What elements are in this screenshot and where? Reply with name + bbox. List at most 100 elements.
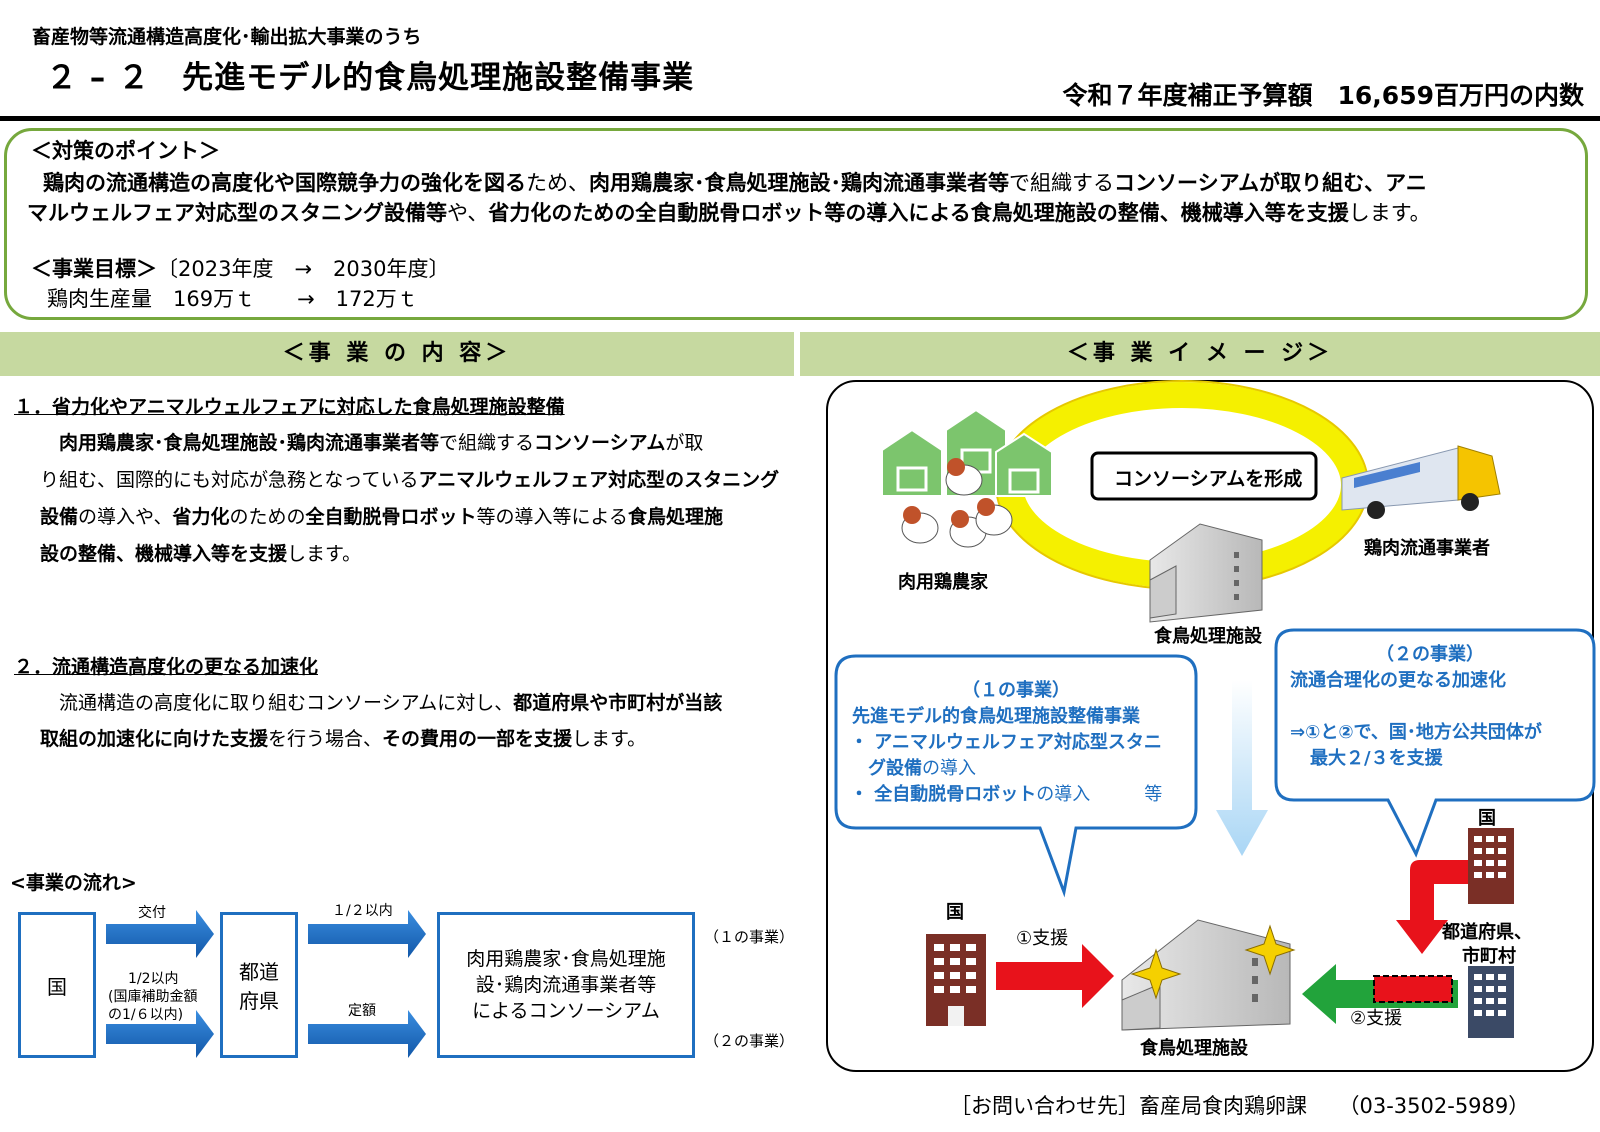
flow-upper-right-note: １/２以内: [332, 903, 393, 919]
section-2-title: ２．流通構造高度化の更なる加速化: [14, 656, 319, 678]
bubble-1: [834, 654, 1198, 898]
emphasis-text: 肉用鶏農家･食鳥処理施設･鶏肉流通事業者等: [40, 432, 440, 454]
body-text: を行う場合、: [268, 728, 383, 750]
sparkle-icon-left: [1130, 948, 1182, 1000]
emphasis-text: 食鳥処理施: [627, 506, 723, 528]
kuni-label-left: 国: [946, 902, 964, 923]
section-1-line-1: 肉用鶏農家･食鳥処理施設･鶏肉流通事業者等で組織するコンソーシアムが取: [40, 428, 703, 455]
body-text: で組織する: [439, 432, 535, 454]
emphasis-text: 省力化: [172, 506, 230, 528]
flow-target-line-2: 設･鶏肉流通事業者等: [475, 974, 657, 996]
bubble-1-line-5-normal: の導入 等: [1036, 784, 1163, 805]
points-line-1: 鶏肉の流通構造の高度化や国際競争力の強化を図るため、肉用鶏農家･食鳥処理施設･鶏…: [43, 167, 1427, 197]
section-1-line-4: 設の整備、機械導入等を支援します。: [40, 539, 361, 566]
bubble-1-line-4: グ設備の導入: [868, 754, 976, 780]
emphasis-text: 設の整備、機械導入等を支援: [40, 543, 288, 565]
flow-kuni-label: 国: [47, 974, 67, 999]
header-divider: [0, 116, 1600, 121]
flow-arrows: [106, 910, 426, 1058]
body-text: り組む、国際的にも対応が急務となっている: [40, 469, 419, 491]
section-2-line-2: 取組の加速化に向けた支援を行う場合、その費用の一部を支援します。: [40, 724, 646, 751]
body-text: が取: [665, 432, 704, 454]
points-heading: ＜対策のポイント＞: [31, 139, 220, 163]
body-text: します。: [572, 728, 647, 750]
body-text: します。: [287, 543, 362, 565]
target-value: 鶏肉生産量 169万ｔ → 172万ｔ: [47, 287, 418, 311]
support-1-arrow: [996, 944, 1114, 1008]
truck-icon: [1341, 445, 1501, 519]
business-content-header: ＜事 業 の 内 容＞: [0, 332, 794, 376]
bubble-1-line-4-bold: グ設備: [868, 758, 922, 779]
flow-jigyo-1: （１の事業）: [704, 928, 795, 946]
flow-pref-label-1: 都道: [239, 960, 279, 984]
national-building-icon-left: [926, 934, 986, 1026]
flow-target-line-1: 肉用鶏農家･食鳥処理施: [466, 948, 666, 970]
support-2-highlight: [1373, 975, 1453, 1003]
prefecture-building-icon: [1468, 966, 1514, 1038]
emphasis-text: マルウェルフェア対応型のスタニング設備等: [27, 201, 447, 225]
kuni-label-right: 国: [1478, 808, 1496, 829]
processing-plant-icon-bottom: [1121, 919, 1291, 1031]
emphasis-text: 省力化のための全自動脱骨ロボット等の導入による食鳥処理施設の整備、機械導入等を支…: [488, 201, 1349, 225]
flow-box-kuni: 国: [18, 912, 96, 1058]
processing-plant-icon-top: [1149, 523, 1263, 623]
distributor-label: 鶏肉流通事業者: [1364, 538, 1490, 559]
business-image-header: ＜事 業 イ メ ー ジ＞: [800, 332, 1600, 376]
emphasis-text: コンソーシアム: [534, 432, 666, 454]
target-line: ＜事業目標＞〔2023年度 → 2030年度〕: [31, 253, 449, 283]
body-text: の導入や、: [78, 506, 173, 528]
body-text: や、: [447, 201, 489, 225]
bubble-2-line-3: ⇒①と②で、国･地方公共団体が: [1290, 722, 1542, 743]
target-heading: ＜事業目標＞: [31, 257, 157, 281]
bubble-1-line-2: 先進モデル的食鳥処理施設整備事業: [852, 706, 1140, 727]
flow-pref-label-2: 府県: [239, 989, 279, 1013]
prefecture-label-1: 都道府県、: [1442, 922, 1532, 943]
body-text: 等の導入等による: [476, 506, 628, 528]
section-2-line-1: 流通構造の高度化に取り組むコンソーシアムに対し、都道府県や市町村が当該: [40, 688, 722, 715]
prefecture-red-arrow: [1396, 860, 1468, 954]
emphasis-text: アニマルウェルフェア対応型のスタニング: [418, 469, 780, 491]
page-title: ２ – ２ 先進モデル的食鳥処理施設整備事業: [46, 60, 695, 96]
bubble-1-line-1: （１の事業）: [962, 680, 1070, 701]
flow-box-consortium: 肉用鶏農家･食鳥処理施 設･鶏肉流通事業者等 によるコンソーシアム: [437, 912, 695, 1058]
emphasis-text: 全自動脱骨ロボット: [305, 506, 477, 528]
consortium-label: コンソーシアムを形成: [1114, 468, 1303, 490]
emphasis-text: 鶏肉の流通構造の高度化や国際競争力の強化を図る: [43, 171, 526, 195]
sparkle-icon-right: [1244, 924, 1296, 976]
budget-label: 令和７年度補正予算額 16,659百万円の内数: [1062, 81, 1584, 110]
header-subtitle: 畜産物等流通構造高度化･輸出拡大事業のうち: [32, 26, 422, 48]
emphasis-text: 設備: [40, 506, 79, 528]
emphasis-text: その費用の一部を支援: [382, 728, 573, 750]
bubble-2-line-1: （２の事業）: [1376, 644, 1484, 665]
bubble-1-line-4-normal: の導入: [922, 758, 976, 779]
flow-arrow-upper-left: [106, 910, 214, 958]
consortium-label-box: [1090, 451, 1318, 501]
support-1-label: ①支援: [1016, 928, 1069, 949]
flow-arrow-lower-left: [106, 1010, 214, 1058]
section-1-line-2: り組む、国際的にも対応が急務となっているアニマルウェルフェア対応型のスタニング: [40, 465, 779, 492]
bubble-1-line-3: ・ アニマルウェルフェア対応型スタニ: [850, 732, 1162, 753]
plant-label-top: 食鳥処理施設: [1154, 626, 1262, 647]
chickens-icon: [901, 458, 1013, 548]
flow-heading: <事業の流れ>: [10, 872, 137, 894]
target-period: 〔2023年度 → 2030年度〕: [157, 257, 450, 281]
emphasis-text: 取組の加速化に向けた支援: [40, 728, 269, 750]
business-image-heading: ＜事 業 イ メ ー ジ＞: [1066, 341, 1334, 366]
body-text: のための: [229, 506, 306, 528]
business-content-heading: ＜事 業 の 内 容＞: [282, 341, 512, 366]
body-text: します。: [1348, 201, 1431, 225]
body-text: 流通構造の高度化に取り組むコンソーシアムに対し、: [40, 692, 514, 714]
flow-arrow-upper-right: [308, 910, 426, 958]
emphasis-text: 肉用鶏農家･食鳥処理施設･鶏肉流通事業者等: [589, 171, 1009, 195]
contact-info: ［お問い合わせ先］畜産局食肉鶏卵課 （03-3502-5989）: [950, 1094, 1530, 1118]
emphasis-text: コンソーシアムが取り組む、アニ: [1114, 171, 1427, 195]
flow-kofu-label: 交付: [138, 905, 166, 921]
bubble-2: [1274, 628, 1596, 858]
points-line-2: マルウェルフェア対応型のスタニング設備等や、省力化のための全自動脱骨ロボット等の…: [27, 197, 1431, 227]
flow-lower-left-note-2: (国庫補助金額: [108, 989, 198, 1005]
body-text: ため、: [526, 171, 589, 195]
plant-label-bottom: 食鳥処理施設: [1140, 1038, 1248, 1059]
bubble-2-line-2: 流通合理化の更なる加速化: [1290, 670, 1506, 691]
flow-lower-right-note: 定額: [348, 1003, 376, 1019]
emphasis-text: 都道府県や市町村が当該: [513, 692, 723, 714]
